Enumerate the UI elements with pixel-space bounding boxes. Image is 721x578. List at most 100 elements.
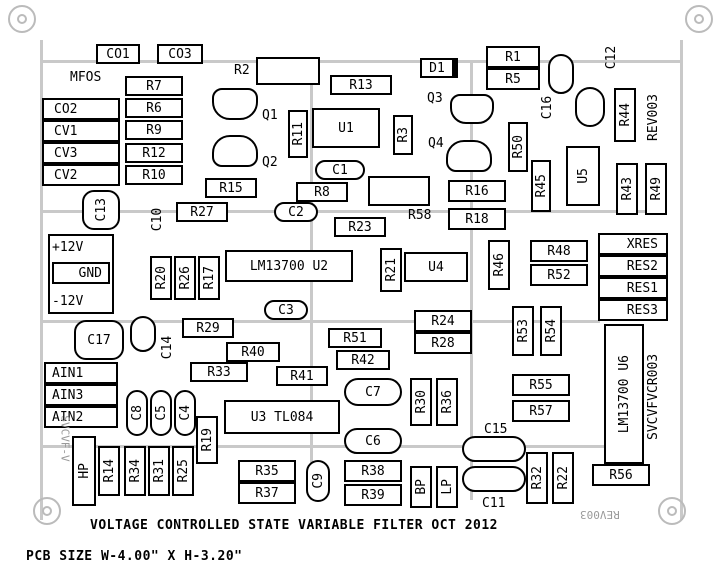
capacitor-c15-label: C15 bbox=[484, 422, 508, 437]
resistor-r8: R8 bbox=[296, 182, 348, 202]
capacitor-c5: C5 bbox=[150, 390, 172, 436]
capacitor-c17: C17 bbox=[74, 320, 124, 360]
capacitor-c1: C1 bbox=[315, 160, 365, 180]
resistor-r22: R22 bbox=[552, 452, 574, 504]
connector-ain1: AIN1 bbox=[44, 362, 118, 384]
transistor-q2 bbox=[212, 135, 258, 167]
side-label: SVCVFVCR003 bbox=[646, 353, 661, 440]
chip-u5: U5 bbox=[566, 146, 600, 206]
resistor-r21: R21 bbox=[380, 248, 402, 292]
resistor-r56: R56 bbox=[592, 464, 650, 486]
transistor-q3-label: Q3 bbox=[427, 91, 443, 106]
resistor-r38: R38 bbox=[344, 460, 402, 482]
connector-co1: CO1 bbox=[96, 44, 140, 64]
resistor-r2 bbox=[256, 57, 320, 85]
resistor-r34: R34 bbox=[124, 446, 146, 496]
capacitor-c8: C8 bbox=[126, 390, 148, 436]
mounting-hole bbox=[33, 497, 61, 525]
resistor-r40: R40 bbox=[226, 342, 280, 362]
diode-d1: D1 bbox=[420, 58, 458, 78]
connector-hp: HP bbox=[72, 436, 96, 506]
mounting-hole bbox=[8, 5, 36, 33]
resistor-r45: R45 bbox=[531, 160, 551, 212]
resistor-r11: R11 bbox=[288, 110, 308, 158]
resistor-r50: R50 bbox=[508, 122, 528, 172]
trace bbox=[40, 320, 600, 323]
resistor-r9: R9 bbox=[125, 120, 183, 140]
board-size: PCB SIZE W-4.00" X H-3.20" bbox=[26, 549, 243, 564]
capacitor-c16-label: C16 bbox=[540, 95, 556, 120]
mounting-hole bbox=[685, 5, 713, 33]
resistor-r36: R36 bbox=[436, 378, 458, 426]
resistor-r27: R27 bbox=[176, 202, 228, 222]
resistor-r15: R15 bbox=[205, 178, 257, 198]
mounting-hole bbox=[658, 497, 686, 525]
resistor-r46: R46 bbox=[488, 240, 510, 290]
chip-u3: U3 TL084 bbox=[224, 400, 340, 434]
revision-label: REV003 bbox=[645, 94, 661, 141]
connector-co2: CO2 bbox=[42, 98, 120, 120]
resistor-r17: R17 bbox=[198, 256, 220, 300]
resistor-r31: R31 bbox=[148, 446, 170, 496]
resistor-r42: R42 bbox=[336, 350, 390, 370]
connector-ain3: AIN3 bbox=[44, 384, 118, 406]
resistor-r55: R55 bbox=[512, 374, 570, 396]
connector-cv2: CV2 bbox=[42, 164, 120, 186]
resistor-r52: R52 bbox=[530, 264, 588, 286]
transistor-q4-label: Q4 bbox=[428, 136, 444, 151]
resistor-r14: R14 bbox=[98, 446, 120, 496]
trace bbox=[40, 40, 43, 520]
board-title: VOLTAGE CONTROLLED STATE VARIABLE FILTER… bbox=[90, 518, 499, 533]
connector-res3: RES3 bbox=[598, 299, 668, 321]
capacitor-c14-body bbox=[130, 316, 156, 352]
resistor-r35: R35 bbox=[238, 460, 296, 482]
connector-cv3: CV3 bbox=[42, 142, 120, 164]
resistor-r29: R29 bbox=[182, 318, 234, 338]
resistor-r12: R12 bbox=[125, 143, 183, 163]
trace bbox=[470, 60, 473, 500]
resistor-r26: R26 bbox=[174, 256, 196, 300]
chip-u2: LM13700 U2 bbox=[225, 250, 353, 282]
resistor-r23: R23 bbox=[334, 217, 386, 237]
capacitor-c14-label: C14 bbox=[160, 335, 176, 360]
resistor-r19: R19 bbox=[196, 416, 218, 464]
connector-lp: LP bbox=[436, 466, 458, 508]
power-plus12: +12V bbox=[52, 240, 84, 255]
resistor-r39: R39 bbox=[344, 484, 402, 506]
resistor-r49: R49 bbox=[645, 163, 667, 215]
connector-xres: XRES bbox=[598, 233, 668, 255]
connector-ain2: AIN2 bbox=[44, 406, 118, 428]
resistor-r5: R5 bbox=[486, 68, 540, 90]
resistor-r24: R24 bbox=[414, 310, 472, 332]
resistor-r57: R57 bbox=[512, 400, 570, 422]
chip-u4: U4 bbox=[404, 252, 468, 282]
resistor-r25: R25 bbox=[172, 446, 194, 496]
transistor-q1 bbox=[212, 88, 258, 120]
capacitor-c9: C9 bbox=[306, 460, 330, 502]
resistor-r41: R41 bbox=[276, 366, 328, 386]
connector-cv1: CV1 bbox=[42, 120, 120, 142]
resistor-r2-label: R2 bbox=[234, 63, 250, 78]
transistor-q4 bbox=[446, 140, 492, 172]
capacitor-c10-label: C10 bbox=[150, 207, 166, 232]
connector-co3: CO3 bbox=[157, 44, 203, 64]
resistor-r28: R28 bbox=[414, 332, 472, 354]
connector-res2: RES2 bbox=[598, 255, 668, 277]
resistor-r10: R10 bbox=[125, 165, 183, 185]
capacitor-c4: C4 bbox=[174, 390, 196, 436]
resistor-r20: R20 bbox=[150, 256, 172, 300]
ghost-text-left: SVCVF-V bbox=[58, 415, 72, 462]
capacitor-c15-body bbox=[462, 436, 526, 462]
trace bbox=[40, 210, 660, 213]
capacitor-c6: C6 bbox=[344, 428, 402, 454]
ghost-text-bottom: REV003 bbox=[580, 508, 620, 521]
resistor-r3: R3 bbox=[393, 115, 413, 155]
resistor-r58 bbox=[368, 176, 430, 206]
capacitor-c12-body bbox=[548, 54, 574, 94]
trace bbox=[40, 445, 640, 448]
transistor-q3 bbox=[450, 94, 494, 124]
resistor-r30: R30 bbox=[410, 378, 432, 426]
resistor-r37: R37 bbox=[238, 482, 296, 504]
chip-u6: LM13700 U6 bbox=[604, 324, 644, 464]
